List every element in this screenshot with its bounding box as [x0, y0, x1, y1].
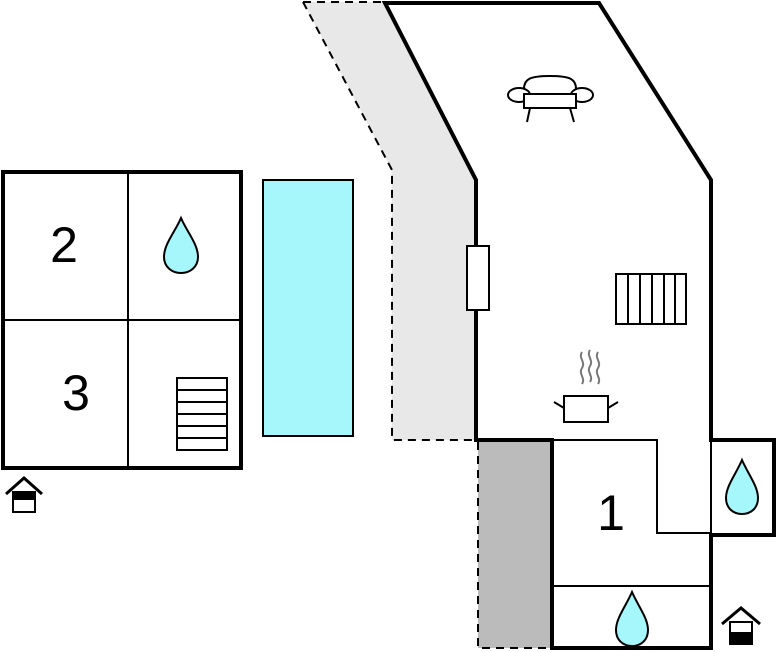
room-number-1: 1: [597, 485, 625, 541]
room-number-3: 3: [62, 365, 90, 421]
sliding-door-icon: [466, 245, 490, 311]
water-drop-icon: [614, 589, 650, 648]
terrace-upper: [303, 2, 476, 440]
stairs-icon: [176, 377, 228, 451]
room-number-2: 2: [50, 217, 78, 273]
water-drop-icon: [724, 457, 760, 516]
stairs-icon: [615, 273, 687, 325]
water-drop-icon: [162, 215, 200, 275]
house-entrance-icon: [5, 475, 43, 513]
terrace-upper-outline: [302, 1, 476, 441]
cooking-pot-icon: [553, 349, 619, 423]
terrace-lower-outline: [477, 442, 552, 649]
sofa-icon: [507, 74, 594, 123]
terrace-lower: [478, 442, 552, 648]
house-entrance-icon: [721, 606, 761, 645]
bedroom-1-wall: [552, 439, 711, 534]
swimming-pool: [262, 179, 354, 437]
